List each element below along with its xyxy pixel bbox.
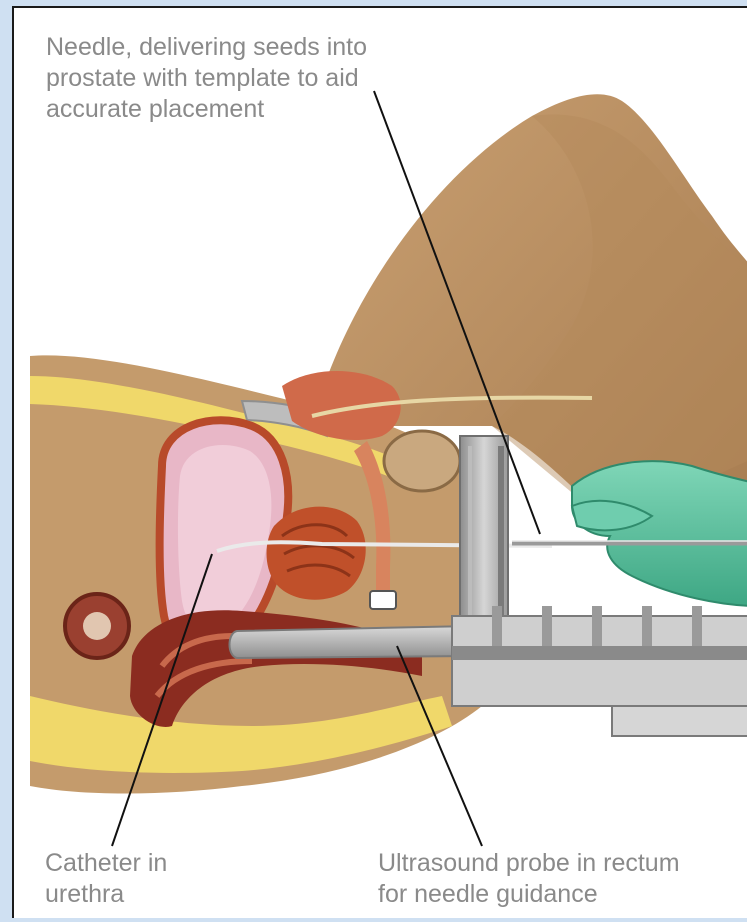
vertebra-center xyxy=(83,612,111,640)
gloved-hand xyxy=(572,461,747,606)
stepper-unit xyxy=(452,606,747,736)
prostate xyxy=(267,507,366,600)
label-catheter: Catheter in urethra xyxy=(45,848,245,910)
brachytherapy-illustration xyxy=(12,6,747,922)
label-needle: Needle, delivering seeds into prostate w… xyxy=(46,32,486,125)
label-ultrasound: Ultrasound probe in rectum for needle gu… xyxy=(378,848,747,910)
ultrasound-probe xyxy=(230,626,473,658)
tube-tip xyxy=(370,591,396,609)
testis xyxy=(384,431,460,491)
